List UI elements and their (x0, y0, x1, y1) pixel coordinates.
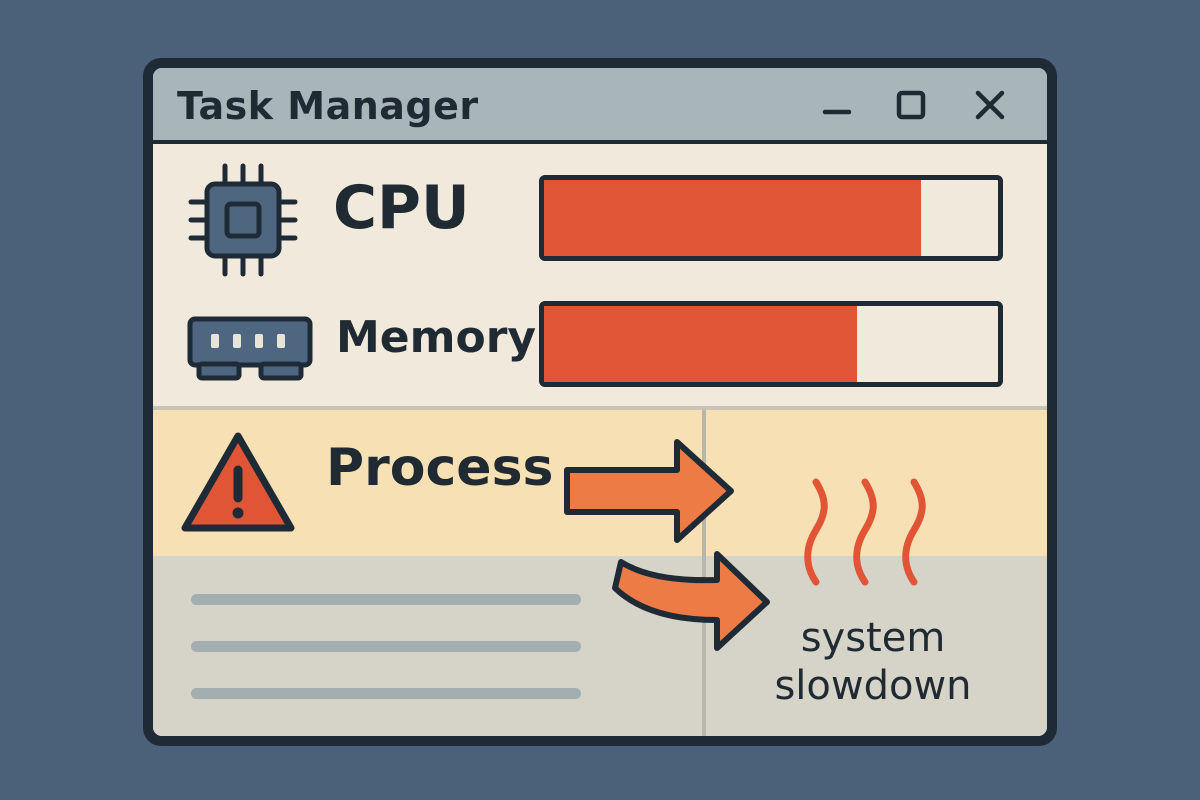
title-bar[interactable]: Task Manager (153, 68, 1047, 144)
process-label: Process (326, 438, 554, 498)
minimize-button[interactable] (819, 86, 859, 126)
placeholder-text-line (191, 688, 581, 699)
cpu-usage-bar (539, 175, 1003, 261)
memory-usage-bar (539, 301, 1003, 387)
cpu-label: CPU (333, 173, 470, 243)
minimize-icon (822, 109, 852, 115)
system-slowdown-label: system slowdown (743, 614, 1003, 710)
warning-icon (181, 432, 295, 532)
task-manager-window: Task Manager (143, 58, 1057, 746)
window-body: Task Manager (153, 68, 1047, 736)
placeholder-text-line (191, 594, 581, 605)
slowdown-line-1: system (800, 615, 946, 661)
memory-usage-fill (544, 306, 858, 382)
placeholder-text-line (191, 641, 581, 652)
memory-label: Memory (336, 312, 537, 363)
cpu-chip-icon (188, 163, 298, 277)
resource-usage-panel: CPU Memory (153, 144, 1047, 410)
window-title: Task Manager (177, 84, 479, 128)
memory-module-icon (187, 316, 313, 381)
panel-divider (702, 410, 706, 736)
close-icon (975, 90, 1005, 120)
maximize-icon (896, 90, 926, 120)
close-button[interactable] (970, 86, 1010, 126)
slowdown-line-2: slowdown (774, 663, 972, 709)
maximize-button[interactable] (891, 86, 931, 126)
cpu-usage-fill (544, 180, 921, 256)
process-row[interactable]: Process (153, 410, 1047, 556)
